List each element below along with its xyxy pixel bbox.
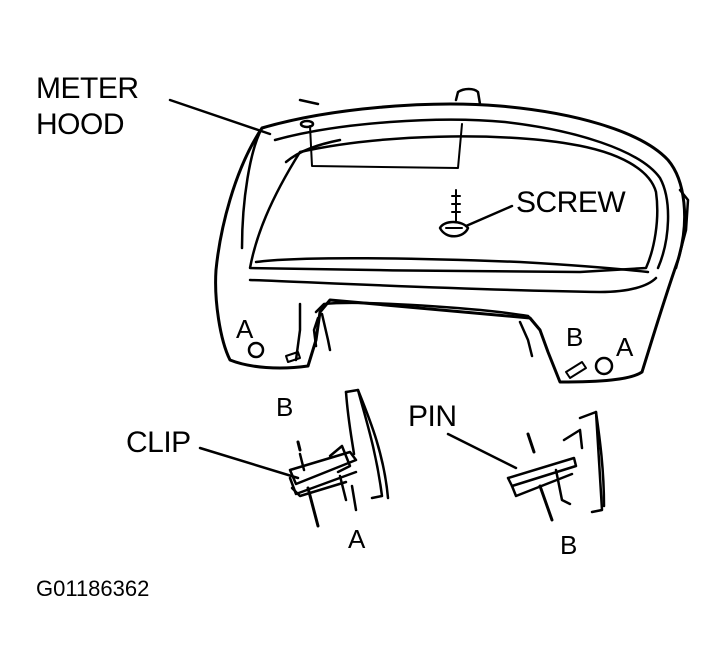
slot-b-right-label: B — [566, 322, 583, 352]
pin-b-label: B — [560, 530, 577, 560]
pin-detail — [506, 410, 606, 522]
clip-label: CLIP — [126, 426, 191, 459]
screw-label: SCREW — [516, 186, 626, 219]
meter-hood-label-line1: METER — [36, 72, 139, 105]
clip-b-label: B — [276, 392, 293, 422]
leader-lines — [168, 98, 518, 480]
meter-hood-leader — [168, 98, 272, 136]
meter-hood-label-line2: HOOD — [36, 108, 125, 141]
hole-a-right-label: A — [616, 332, 633, 362]
meter-hood-shape — [214, 87, 690, 384]
screw-part — [309, 123, 470, 238]
figure-code: G01186362 — [36, 576, 150, 601]
clip-a-label: A — [348, 524, 365, 554]
screw-leader — [464, 204, 514, 228]
pin-label: PIN — [408, 400, 457, 433]
pin-leader — [446, 432, 518, 470]
hole-a-left-label: A — [236, 314, 253, 344]
clip-leader — [198, 446, 300, 480]
clip-detail — [288, 388, 390, 528]
